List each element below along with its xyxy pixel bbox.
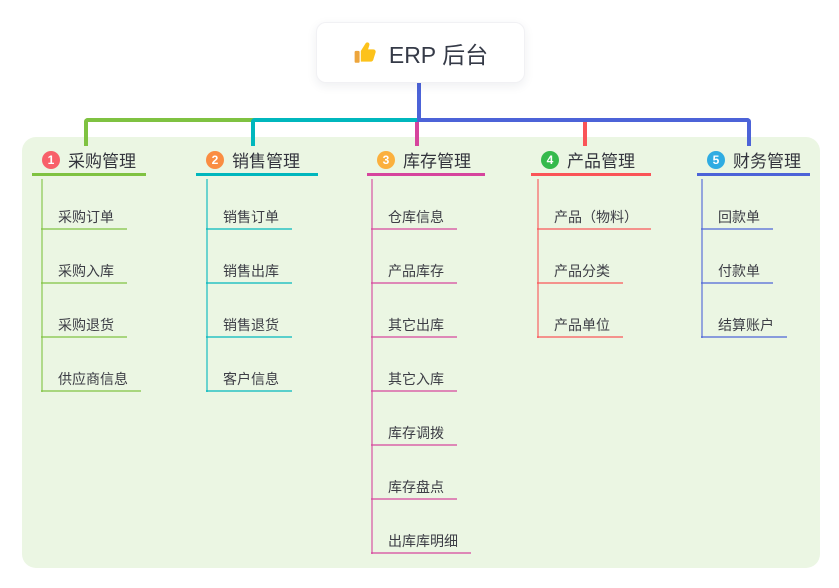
leaf-node[interactable]: 库存调拨: [371, 422, 457, 446]
branch-badge: 2: [206, 150, 224, 169]
leaf-node[interactable]: 仓库信息: [371, 206, 457, 230]
branch-title: 产品管理: [567, 152, 635, 171]
root-node[interactable]: ERP 后台: [316, 22, 525, 83]
leaf-node[interactable]: 产品库存: [371, 260, 457, 284]
branch-title: 财务管理: [733, 152, 801, 171]
branch-node-1[interactable]: 1 采购管理: [32, 146, 146, 176]
connector-bus-segment: [251, 118, 419, 146]
branch-title: 销售管理: [232, 152, 300, 171]
connector-stub: [415, 122, 419, 146]
connector-bus-segment: [417, 118, 751, 146]
branch-node-5[interactable]: 5 财务管理: [697, 146, 810, 176]
branch-spine: [371, 179, 373, 554]
leaf-node[interactable]: 结算账户: [701, 314, 787, 338]
leaf-node[interactable]: 销售订单: [206, 206, 292, 230]
leaf-node[interactable]: 回款单: [701, 206, 773, 230]
branch-badge: 4: [541, 150, 559, 169]
branch-spine: [701, 179, 703, 338]
connector-bus-segment: [84, 118, 255, 146]
branch-badge: 1: [42, 150, 60, 169]
connector-root-drop: [417, 81, 421, 118]
branch-node-3[interactable]: 3 库存管理: [367, 146, 485, 176]
leaf-node[interactable]: 销售出库: [206, 260, 292, 284]
leaf-node[interactable]: 库存盘点: [371, 476, 457, 500]
leaf-node[interactable]: 付款单: [701, 260, 773, 284]
branch-title: 库存管理: [403, 152, 471, 171]
branch-spine: [206, 179, 208, 392]
thumbs-up-icon: [353, 40, 379, 66]
branches-panel: [22, 137, 820, 568]
branch-node-4[interactable]: 4 产品管理: [531, 146, 651, 176]
branch-spine: [537, 179, 539, 338]
leaf-node[interactable]: 采购订单: [41, 206, 127, 230]
leaf-node[interactable]: 出库库明细: [371, 530, 471, 554]
branch-title: 采购管理: [68, 152, 136, 171]
connector-stub: [583, 122, 587, 146]
branch-node-2[interactable]: 2 销售管理: [196, 146, 318, 176]
leaf-node[interactable]: 其它入库: [371, 368, 457, 392]
leaf-node[interactable]: 供应商信息: [41, 368, 141, 392]
leaf-node[interactable]: 销售退货: [206, 314, 292, 338]
leaf-node[interactable]: 产品单位: [537, 314, 623, 338]
leaf-node[interactable]: 产品分类: [537, 260, 623, 284]
leaf-node[interactable]: 产品（物料）: [537, 206, 651, 230]
leaf-node[interactable]: 采购退货: [41, 314, 127, 338]
leaf-node[interactable]: 客户信息: [206, 368, 292, 392]
branch-badge: 5: [707, 150, 725, 169]
branch-badge: 3: [377, 150, 395, 169]
leaf-node[interactable]: 其它出库: [371, 314, 457, 338]
branch-spine: [41, 179, 43, 392]
leaf-node[interactable]: 采购入库: [41, 260, 127, 284]
root-title: ERP 后台: [388, 41, 489, 68]
